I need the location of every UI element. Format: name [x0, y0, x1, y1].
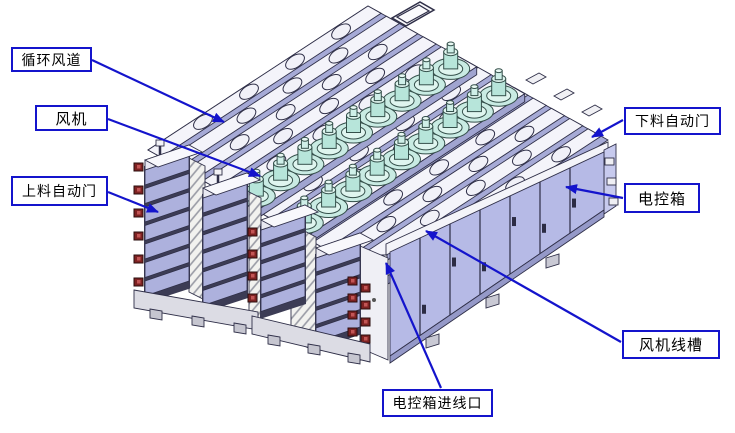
arrow-fan	[107, 117, 261, 178]
label-text: 电控箱	[637, 189, 686, 208]
roof-brackets	[390, 1, 603, 117]
arrow-fan-wire-duct	[425, 230, 622, 343]
label-text: 上料自动门	[22, 184, 97, 200]
label-text: 下料自动门	[635, 114, 710, 130]
arrow-control-box-wire-inlet	[384, 262, 443, 389]
arrow-circulation-air-duct	[91, 59, 225, 123]
label-fan: 风机	[35, 105, 108, 131]
label-text: 风机线槽	[638, 336, 703, 354]
fan-rows	[231, 41, 526, 247]
arrow-electric-control-box	[565, 184, 624, 200]
label-text: 循环风道	[21, 52, 82, 69]
label-fan-wire-duct: 风机线槽	[622, 330, 720, 359]
label-loading-auto-door: 上料自动门	[11, 176, 108, 206]
label-unloading-auto-door: 下料自动门	[624, 107, 721, 135]
label-text: 电控箱进线口	[392, 396, 483, 412]
annotation-arrows	[91, 59, 624, 389]
label-electric-control-box: 电控箱	[624, 183, 700, 213]
machine-bases	[133, 289, 371, 365]
door-clamps	[133, 162, 371, 361]
arrow-unloading-auto-door	[591, 119, 624, 138]
label-text: 风机	[55, 109, 88, 128]
control-box-face	[378, 141, 619, 364]
label-circulation-air-duct: 循环风道	[11, 47, 92, 72]
arrow-loading-auto-door	[107, 190, 159, 214]
loading-door-stacks	[143, 139, 389, 361]
label-control-box-wire-inlet: 电控箱进线口	[382, 389, 493, 417]
